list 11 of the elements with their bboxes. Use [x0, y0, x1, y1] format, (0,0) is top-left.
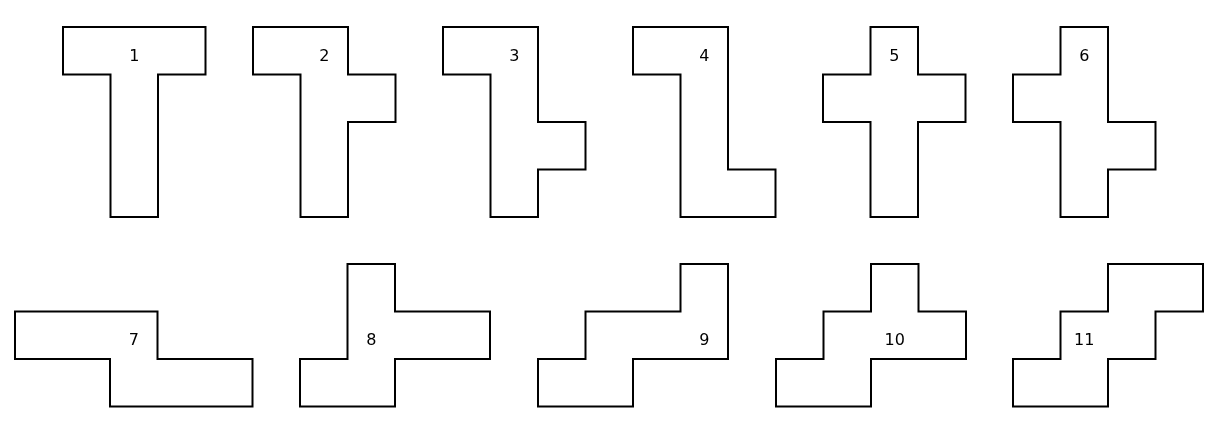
- shape-number: 7: [128, 331, 139, 349]
- shape-number: 11: [1074, 331, 1095, 349]
- shape-number: 4: [699, 46, 710, 65]
- shape-number: 5: [889, 46, 900, 65]
- shape-number: 2: [319, 46, 330, 65]
- shape-number: 9: [699, 331, 710, 349]
- shape-number: 1: [129, 46, 140, 65]
- shape-number: 6: [1079, 46, 1090, 65]
- shape-number: 10: [884, 331, 905, 349]
- shape-number: 8: [366, 331, 377, 349]
- shape-number: 3: [509, 46, 520, 65]
